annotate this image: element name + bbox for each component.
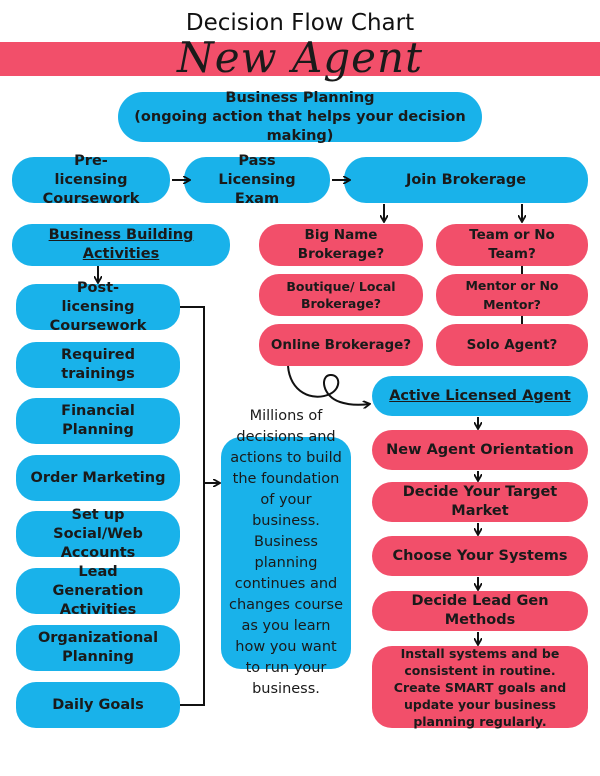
activity-daily-goals: Daily Goals <box>16 682 180 728</box>
option-solo-agent: Solo Agent? <box>436 324 588 366</box>
option-boutique-brokerage: Boutique/ Local Brokerage? <box>259 274 423 316</box>
join-brokerage-box: Join Brokerage <box>344 157 588 203</box>
activity-required-trainings: Required trainings <box>16 342 180 388</box>
step-lead-gen: Decide Lead Gen Methods <box>372 591 588 631</box>
activity-social-web: Set up Social/Web Accounts <box>16 507 180 561</box>
activity-post-licensing: Post-licensing Coursework <box>16 280 180 334</box>
page-subtitle: New Agent <box>177 33 423 82</box>
step-target-market: Decide Your Target Market <box>372 482 588 522</box>
title-band <box>0 42 600 76</box>
activity-order-marketing: Order Marketing <box>16 455 180 501</box>
option-online-brokerage: Online Brokerage? <box>259 324 423 366</box>
business-building-heading: Business Building Activities <box>12 224 230 266</box>
active-agent-heading: Active Licensed Agent <box>372 376 588 416</box>
step-orientation: New Agent Orientation <box>372 430 588 470</box>
pass-exam-box: Pass Licensing Exam <box>184 153 330 207</box>
activities-bracket <box>180 306 205 706</box>
step-install-systems: Install systems and be consistent in rou… <box>372 646 588 729</box>
arrow-to-active-agent <box>287 365 369 405</box>
business-planning-subtitle: (ongoing action that helps your decision… <box>134 108 466 144</box>
business-planning-box: Business Planning (ongoing action that h… <box>118 89 482 144</box>
page-title: Decision Flow Chart <box>185 10 415 36</box>
activity-organizational-planning: Organizational Planning <box>16 625 180 671</box>
activity-lead-generation: Lead Generation Activities <box>16 564 180 618</box>
prelicensing-box: Pre-licensing Coursework <box>12 153 170 207</box>
business-planning-title: Business Planning <box>225 89 375 106</box>
foundation-note: Millions of decisions and actions to bui… <box>221 408 351 697</box>
activity-financial-planning: Financial Planning <box>16 398 180 444</box>
step-choose-systems: Choose Your Systems <box>372 536 588 576</box>
option-mentor: Mentor or No Mentor? <box>436 274 588 316</box>
option-big-name-brokerage: Big Name Brokerage? <box>259 224 423 266</box>
option-team: Team or No Team? <box>436 224 588 266</box>
